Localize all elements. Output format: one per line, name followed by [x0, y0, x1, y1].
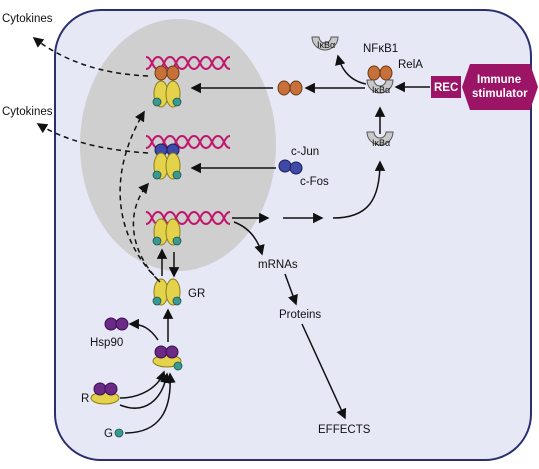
immune-label-line1: Immune: [477, 74, 521, 86]
ikb-low-label: IκBα: [372, 138, 390, 148]
glucocorticoid-icon: [114, 428, 124, 438]
effects-label: EFFECTS: [318, 424, 371, 436]
arrows: [119, 54, 430, 434]
gr-ap1-complex: [152, 143, 182, 180]
cfos-label: c-Fos: [300, 176, 329, 188]
ikb-mid-label: IκBα: [372, 85, 390, 95]
gr-dna-complex: [152, 218, 182, 246]
rela-label: RelA: [398, 59, 423, 71]
immune-label-line2: stimulator: [472, 88, 528, 100]
hsp90-icon: [104, 317, 129, 331]
nfkb1-label: NFκB1: [363, 43, 398, 55]
rec-receptor: [431, 76, 461, 98]
steroid-icon: [152, 97, 162, 107]
cjun-label: c-Jun: [291, 146, 319, 158]
nfkb-free-dimer: [277, 80, 303, 96]
gr-label: GR: [188, 288, 205, 300]
receptor-hsp90-complex: [152, 345, 183, 371]
gr-nfkb-complex: [152, 65, 182, 108]
r-label: R: [81, 393, 89, 405]
ap1-free-dimer: [278, 159, 303, 175]
nfkb-ikb-complex: [366, 65, 394, 94]
cytokines-top-label: Cytokines: [2, 13, 53, 25]
gr-dimer: [152, 278, 182, 306]
hsp90-label: Hsp90: [90, 337, 123, 349]
proteins-label: Proteins: [279, 309, 321, 321]
g-label: G: [104, 428, 113, 440]
receptor-icon: [90, 382, 120, 405]
rec-label: REC: [434, 82, 458, 94]
ikb-top-label: IκBα: [317, 40, 335, 50]
nfkb-dimer-icon: [154, 65, 168, 81]
cytokines-mid-label: Cytokines: [2, 106, 53, 118]
mrnas-label: mRNAs: [258, 259, 298, 271]
dashed-arrows: [32, 37, 161, 283]
immune-stimulator-shape: [462, 64, 538, 110]
